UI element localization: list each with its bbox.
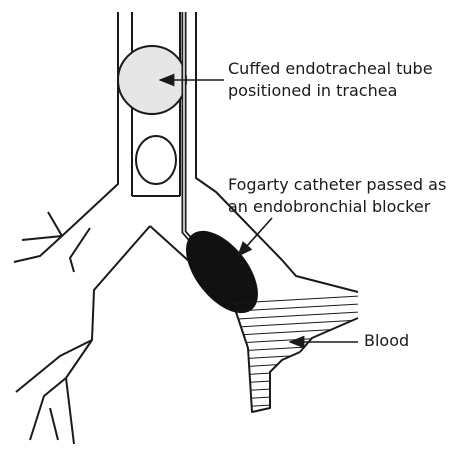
left-bronchus-inner-wall xyxy=(66,226,150,444)
fogarty-label-line-1: Fogarty catheter passed as xyxy=(228,174,446,196)
fogarty-catheter xyxy=(184,12,196,246)
tube-label-line-1: Cuffed endotracheal tube xyxy=(228,58,433,80)
fogarty-catheter-label: Fogarty catheter passed as an endobronch… xyxy=(228,174,446,218)
tube-lumen-opening xyxy=(136,136,176,184)
fogarty-label-arrow xyxy=(238,218,272,256)
fogarty-label-line-2: an endobronchial blocker xyxy=(228,196,446,218)
tube-label-line-2: positioned in trachea xyxy=(228,80,433,102)
blood-label: Blood xyxy=(364,330,409,352)
left-airway-wall xyxy=(90,12,118,210)
endotracheal-tube-label: Cuffed endotracheal tube positioned in t… xyxy=(228,58,433,102)
left-bronchus-upper-branch xyxy=(14,210,90,262)
